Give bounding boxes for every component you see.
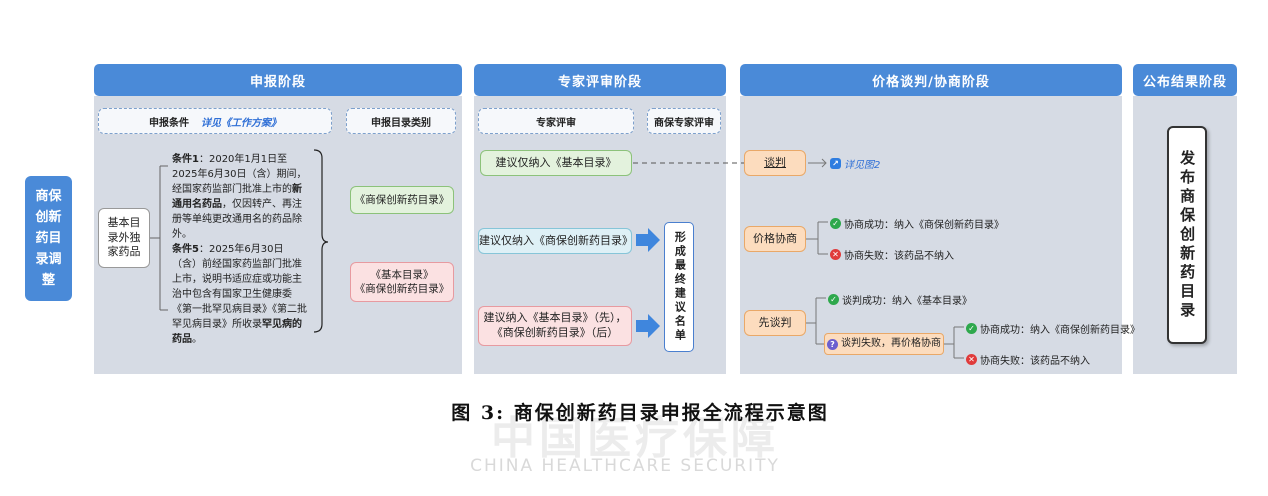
talk-note-text[interactable]: 详见图2 bbox=[844, 160, 881, 171]
consult-success: ✓协商成功：纳入《商保创新药目录》 bbox=[830, 216, 1004, 231]
phase-header-review: 专家评审阶段 bbox=[474, 64, 726, 96]
consult-fail-text: 协商失败：该药品不纳入 bbox=[844, 251, 954, 262]
category-2-line-2: 《商保创新药目录》 bbox=[354, 283, 450, 295]
watermark-en: CHINA HEALTHCARE SECURITY bbox=[470, 456, 780, 476]
review-sub-expert: 专家评审 bbox=[478, 108, 634, 134]
talk-first-success-text: 谈判成功：纳入《基本目录》 bbox=[842, 296, 972, 307]
review-option-both-line-2: 《商保创新药目录》（后） bbox=[491, 326, 619, 339]
consult-success-text: 协商成功：纳入《商保创新药目录》 bbox=[844, 220, 1004, 231]
second-consult-fail: ✕协商失败：该药品不纳入 bbox=[966, 352, 1090, 367]
condition-1-bold: 新通用名药品 bbox=[172, 184, 302, 210]
talk-first-success: ✓谈判成功：纳入《基本目录》 bbox=[828, 292, 972, 307]
left-tag-text: 商保创新药目录调整 bbox=[35, 189, 62, 288]
arrow-both-to-final bbox=[636, 314, 660, 338]
consult-box: 价格协商 bbox=[744, 226, 806, 252]
phase-header-negotiate: 价格谈判/协商阶段 bbox=[740, 64, 1122, 96]
talk-first-fail-then-consult: ?谈判失败，再价格协商 bbox=[824, 333, 944, 355]
talk-note[interactable]: ↗详见图2 bbox=[830, 156, 880, 171]
panel-apply bbox=[94, 96, 462, 374]
second-consult-success-text: 协商成功：纳入《商保创新药目录》 bbox=[980, 325, 1140, 336]
condition-header-label: 申报条件 bbox=[149, 117, 189, 129]
drug-box: 基本目录外独家药品 bbox=[98, 208, 150, 268]
review-option-both: 建议纳入《基本目录》（先）， 《商保创新药目录》（后） bbox=[478, 306, 632, 346]
condition-header: 申报条件 详见《工作方案》 bbox=[98, 108, 332, 134]
talk-first-fail-text: 谈判失败，再价格协商 bbox=[841, 338, 941, 350]
condition-1-title: 条件1 bbox=[172, 154, 199, 165]
talk-first-box: 先谈判 bbox=[744, 310, 806, 336]
publish-result-box: 发布商保创新药目录 bbox=[1167, 126, 1207, 344]
review-option-commercial: 建议仅纳入《商保创新药目录》 bbox=[478, 228, 633, 254]
final-list-text: 形成最终建议名单 bbox=[673, 231, 687, 343]
category-header: 申报目录类别 bbox=[346, 108, 456, 134]
consult-fail: ✕协商失败：该药品不纳入 bbox=[830, 247, 954, 262]
review-sub-commercial-expert: 商保专家评审 bbox=[647, 108, 721, 134]
category-commercial: 《商保创新药目录》 bbox=[350, 186, 454, 214]
condition-5-bold: 罕见病的药品 bbox=[172, 319, 302, 345]
check-icon: ✓ bbox=[828, 294, 839, 305]
second-consult-success: ✓协商成功：纳入《商保创新药目录》 bbox=[966, 321, 1140, 336]
check-icon: ✓ bbox=[966, 323, 977, 334]
category-basic-and-commercial: 《基本目录》 《商保创新药目录》 bbox=[350, 262, 454, 302]
category-2-line-1: 《基本目录》 bbox=[370, 268, 434, 281]
second-consult-fail-text: 协商失败：该药品不纳入 bbox=[980, 356, 1090, 367]
talk-note-arrow bbox=[808, 158, 827, 168]
link-icon: ↗ bbox=[830, 158, 841, 169]
review-option-both-line-1: 建议纳入《基本目录》（先）， bbox=[483, 311, 627, 325]
condition-header-link[interactable]: 详见《工作方案》 bbox=[201, 117, 281, 129]
cross-icon: ✕ bbox=[830, 249, 841, 260]
left-tag: 商保创新药目录调整 bbox=[25, 176, 72, 301]
arrow-commercial-to-final bbox=[636, 228, 660, 252]
check-icon: ✓ bbox=[830, 218, 841, 229]
condition-5-text-b: 。 bbox=[192, 334, 202, 345]
talk-box: 谈判 bbox=[744, 150, 806, 176]
condition-5-text-a: ：2025年6月30日（含）前经国家药监部门批准上市，说明书适应症或功能主治中包… bbox=[172, 244, 307, 330]
figure-caption: 图 3: 商保创新药目录申报全流程示意图 bbox=[451, 402, 829, 424]
condition-1-text-a: ：2020年1月1日至2025年6月30日（含）期间，经国家药监部门批准上市的 bbox=[172, 154, 307, 195]
phase-header-publish: 公布结果阶段 bbox=[1133, 64, 1237, 96]
review-option-basic: 建议仅纳入《基本目录》 bbox=[480, 150, 632, 176]
publish-result-text: 发布商保创新药目录 bbox=[1178, 149, 1197, 321]
phase-header-apply: 申报阶段 bbox=[94, 64, 462, 96]
condition-5: 条件5：2025年6月30日（含）前经国家药监部门批准上市，说明书适应症或功能主… bbox=[172, 242, 308, 347]
final-list-box: 形成最终建议名单 bbox=[664, 222, 694, 352]
cross-icon: ✕ bbox=[966, 354, 977, 365]
condition-5-title: 条件5 bbox=[172, 244, 199, 255]
condition-1-text-b: ，仅因转产、再注册等单纯更改通用名的药品除外。 bbox=[172, 199, 302, 240]
condition-1: 条件1：2020年1月1日至2025年6月30日（含）期间，经国家药监部门批准上… bbox=[172, 152, 308, 242]
question-icon: ? bbox=[827, 338, 838, 350]
